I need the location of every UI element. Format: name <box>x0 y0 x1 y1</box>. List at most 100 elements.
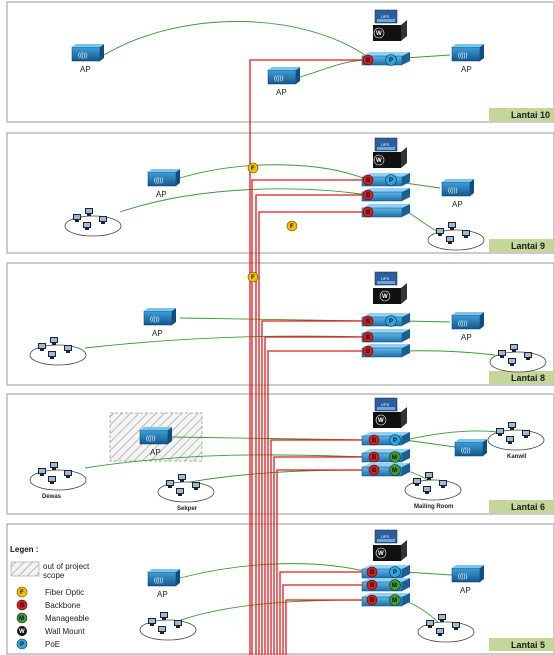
svg-text:((|)): ((|)) <box>274 76 284 82</box>
place-label-sekper: Sekper <box>177 506 198 512</box>
svg-text:((|)): ((|)) <box>154 578 164 584</box>
access-point-icon: ((|)) <box>147 168 181 187</box>
floor-tags: Lantai 10 Lantai 9 Lantai 8 Lantai 6 Lan… <box>489 108 554 651</box>
svg-text:W: W <box>378 551 384 557</box>
manageable-icon <box>16 612 28 624</box>
svg-text:M: M <box>392 468 397 474</box>
svg-text:B: B <box>372 438 377 444</box>
manageable-badges: M M M M <box>389 451 401 606</box>
poe-icon <box>16 638 28 650</box>
legend-poe: PoE <box>45 640 60 649</box>
svg-text:B: B <box>366 193 371 199</box>
svg-text:W: W <box>376 31 382 37</box>
svg-text:B: B <box>20 603 25 609</box>
access-point-icon: ((|)) <box>147 568 181 587</box>
floor-label-9: Lantai 9 <box>511 241 545 251</box>
svg-text:P: P <box>393 570 397 576</box>
legend-scope-swatch <box>10 561 40 577</box>
access-point-icon: ((|)) <box>451 311 485 330</box>
svg-text:((|)): ((|)) <box>154 178 164 184</box>
svg-text:UPS: UPS <box>381 142 390 147</box>
svg-text:B: B <box>372 468 377 474</box>
svg-text:B: B <box>372 455 377 461</box>
ap-label: AP <box>152 329 163 338</box>
svg-text:P: P <box>20 642 24 648</box>
svg-text:UPS: UPS <box>381 14 390 19</box>
svg-text:W: W <box>376 158 382 164</box>
legend-title: Legen : <box>10 545 38 554</box>
ap-label: AP <box>461 333 472 342</box>
svg-text:F: F <box>251 275 255 281</box>
svg-text:((|)): ((|)) <box>458 574 468 580</box>
svg-text:P: P <box>389 178 393 184</box>
svg-text:W: W <box>19 629 25 635</box>
svg-text:B: B <box>366 335 371 341</box>
svg-text:B: B <box>366 178 371 184</box>
legend: Legen : out of project scope F Fiber Opt… <box>10 545 90 650</box>
backbone-cables <box>249 59 368 655</box>
svg-text:M: M <box>392 455 397 461</box>
legend-fiber: Fiber Optic <box>45 588 84 597</box>
ap-label: AP <box>452 200 463 209</box>
ap-label: AP <box>156 190 167 199</box>
access-points: ((|)) AP ((|)) AP ((|)) AP ((|)) AP ((|)… <box>71 43 488 599</box>
svg-text:M: M <box>392 598 397 604</box>
svg-text:((|)): ((|)) <box>146 436 156 442</box>
svg-text:F: F <box>251 166 255 172</box>
svg-text:P: P <box>393 438 397 444</box>
poe-badges: P P P P P <box>385 54 401 578</box>
floor-label-10: Lantai 10 <box>511 110 550 120</box>
access-point-icon: ((|)) <box>143 307 177 326</box>
access-point-icon: ((|)) <box>451 564 485 583</box>
legend-wall-mount: Wall Mount <box>45 627 85 636</box>
fiber-badges: F F F <box>247 162 298 283</box>
floor-panel-10 <box>6 1 554 123</box>
place-label-mailing-room: Mailing Room <box>414 504 453 510</box>
ap-label: AP <box>150 448 161 457</box>
svg-text:((|)): ((|)) <box>78 53 88 59</box>
svg-text:B: B <box>370 570 375 576</box>
ap-label: AP <box>460 586 471 595</box>
access-point-icon: ((|)) <box>441 178 475 197</box>
legend-backbone: Backbone <box>45 601 81 610</box>
svg-text:scope: scope <box>43 571 65 580</box>
access-point-icon: ((|)) <box>71 43 105 62</box>
svg-text:B: B <box>370 583 375 589</box>
svg-text:B: B <box>366 349 371 355</box>
wall-mount-badges: W W W W W <box>373 27 391 559</box>
svg-text:((|)): ((|)) <box>458 53 468 59</box>
legend-scope-label: out of project <box>43 562 90 571</box>
place-label-kanwil: Kanwil <box>507 454 527 460</box>
ap-label: AP <box>276 88 287 97</box>
ap-label: AP <box>157 590 168 599</box>
svg-text:UPS: UPS <box>381 402 390 407</box>
svg-text:M: M <box>19 616 24 622</box>
svg-text:B: B <box>366 58 371 64</box>
ap-label: AP <box>80 65 91 74</box>
svg-text:((|)): ((|)) <box>458 321 468 327</box>
svg-text:UPS: UPS <box>381 276 390 281</box>
svg-text:F: F <box>290 224 294 230</box>
svg-text:B: B <box>370 598 375 604</box>
backbone-badges: B B B B B B B B B B B B B <box>362 54 380 606</box>
floor-label-6: Lantai 6 <box>511 502 545 512</box>
access-point-icon: ((|)) <box>139 426 173 445</box>
svg-text:W: W <box>378 418 384 424</box>
svg-text:F: F <box>20 590 24 596</box>
place-label-dewas: Dewas <box>42 494 62 500</box>
svg-text:W: W <box>382 294 388 300</box>
svg-text:UPS: UPS <box>381 534 390 539</box>
svg-text:B: B <box>366 210 371 216</box>
svg-text:B: B <box>366 319 371 325</box>
svg-text:((|)): ((|)) <box>150 317 160 323</box>
svg-text:P: P <box>389 58 393 64</box>
svg-text:P: P <box>389 319 393 325</box>
floor-label-5: Lantai 5 <box>511 640 545 650</box>
floor-label-8: Lantai 8 <box>511 373 545 383</box>
fiber-optic-icon <box>16 586 28 598</box>
access-point-icon: ((|)) <box>454 438 488 457</box>
svg-text:M: M <box>392 583 397 589</box>
backbone-icon <box>16 599 28 611</box>
ap-label: AP <box>461 65 472 74</box>
